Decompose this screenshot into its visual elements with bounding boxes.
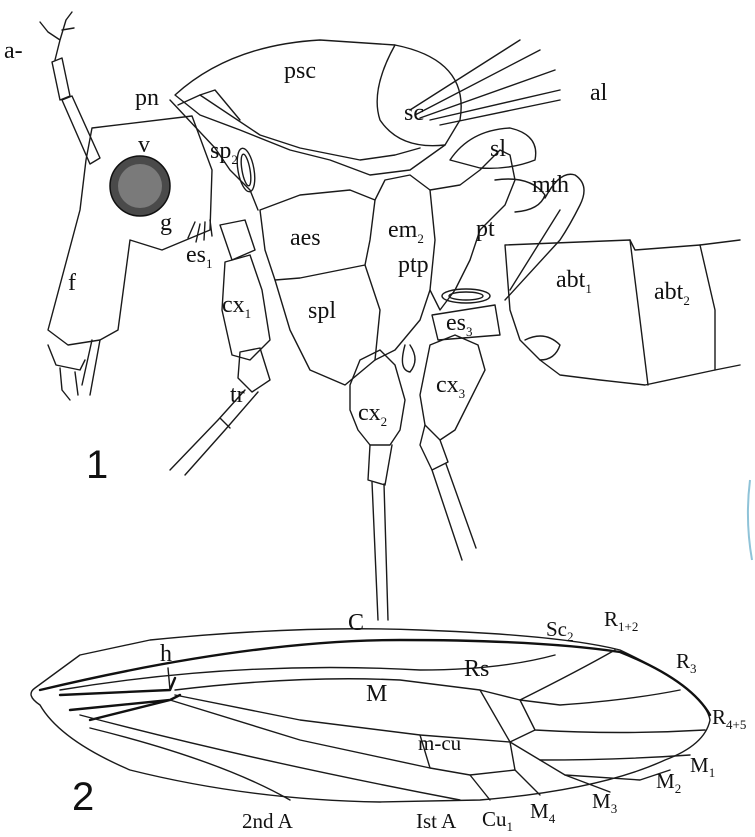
label-cx2: cx2 xyxy=(358,400,387,429)
label-m: M xyxy=(366,681,387,707)
vein-cu xyxy=(170,700,515,775)
vein-humeral xyxy=(168,668,170,690)
label-mt: mt xyxy=(532,172,558,198)
label-es1: es1 xyxy=(186,242,213,271)
label-es3: es3 xyxy=(446,310,473,339)
scan-edge-mark xyxy=(748,480,752,560)
figure-2-number: 2 xyxy=(72,775,94,819)
vein-r12 xyxy=(520,650,615,700)
label-em: em2 xyxy=(388,217,424,246)
label-al: al xyxy=(590,80,608,106)
label-sc2: Sc2 xyxy=(546,617,574,644)
label-a: a- xyxy=(4,38,23,64)
label-tr: tr xyxy=(230,382,245,408)
vein-r-m xyxy=(480,690,510,742)
label-f: f xyxy=(68,270,76,296)
figure-2-wing: C h Sc2 R1+2 R3 Rs M R4+5 m-cu M1 M2 M3 … xyxy=(31,607,746,834)
label-r45: R4+5 xyxy=(712,705,746,732)
label-aes: aes xyxy=(290,225,321,251)
wing-outline xyxy=(31,629,710,802)
vein-m4 xyxy=(510,742,540,795)
label-m1: M1 xyxy=(690,753,715,780)
label-m4: M4 xyxy=(530,799,556,826)
label-abt1: abt1 xyxy=(556,267,592,296)
figure-1-insect: a- pn v psc sc al sp2 sl mt h g aes em2 … xyxy=(4,12,740,620)
label-cu1: Cu1 xyxy=(482,807,513,834)
vein-m1 xyxy=(510,742,690,760)
vein-r45 xyxy=(520,700,705,733)
label-m3: M3 xyxy=(592,789,617,816)
label-spl: spl xyxy=(308,298,336,324)
vein-2nd-a xyxy=(90,728,290,800)
label-cx3: cx3 xyxy=(436,372,465,401)
label-wing-h: h xyxy=(160,641,172,667)
label-sc: sc xyxy=(404,100,424,126)
label-1st-a: Ist A xyxy=(416,809,457,833)
figure-1-labels: a- pn v psc sc al sp2 sl mt h g aes em2 … xyxy=(4,38,690,487)
label-pt: pt xyxy=(476,216,495,242)
label-ptp: ptp xyxy=(398,252,429,278)
vein-r3 xyxy=(520,690,680,705)
label-r3: R3 xyxy=(676,649,697,676)
label-v: v xyxy=(138,132,150,158)
label-cx1: cx1 xyxy=(222,292,251,321)
label-r12: R1+2 xyxy=(604,607,638,634)
label-abt2: abt2 xyxy=(654,279,690,308)
label-m-cu: m-cu xyxy=(418,731,462,755)
label-sl: sl xyxy=(490,136,506,162)
label-c: C xyxy=(348,610,364,636)
label-sp: sp2 xyxy=(210,138,238,167)
label-g: g xyxy=(160,210,172,236)
antenna xyxy=(40,12,100,164)
vein-1st-a xyxy=(80,715,460,800)
vein-cu1 xyxy=(470,775,490,800)
figure-1-number: 1 xyxy=(86,443,108,487)
label-psc: psc xyxy=(284,58,316,84)
label-2nd-a: 2nd A xyxy=(242,809,294,833)
label-pn: pn xyxy=(135,85,159,111)
vein-m2 xyxy=(540,760,670,780)
label-halter-h: h xyxy=(557,172,569,198)
label-rs: Rs xyxy=(464,656,489,682)
label-m2: M2 xyxy=(656,769,681,796)
